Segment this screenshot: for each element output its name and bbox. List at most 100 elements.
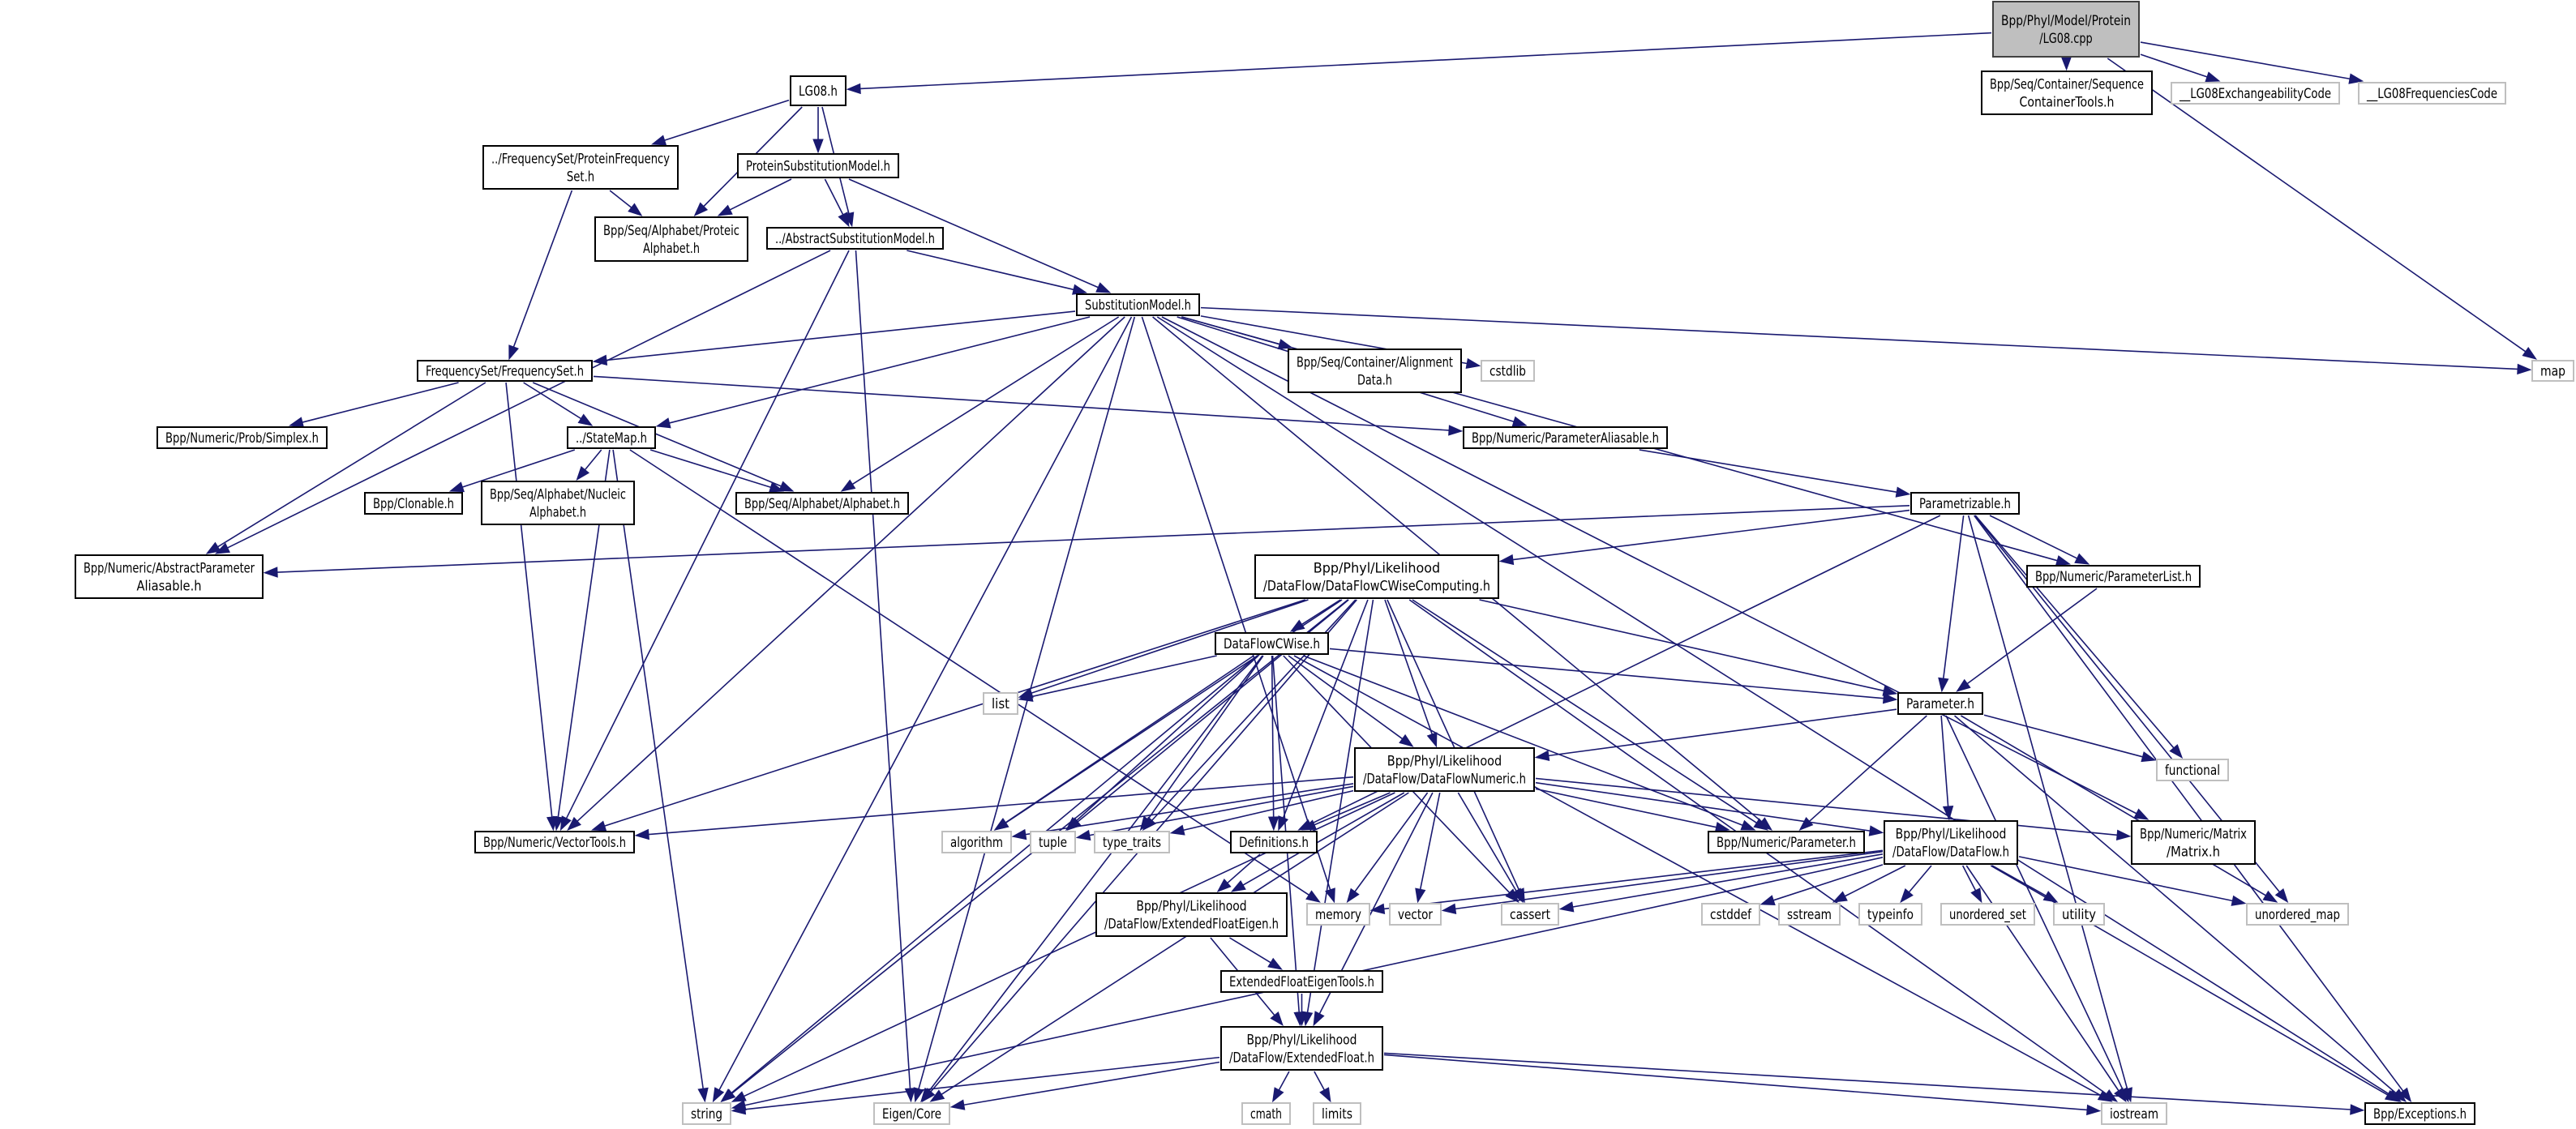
node-dfcw[interactable] [1215,632,1329,655]
node-label: Bpp/Seq/Alphabet/Proteic [603,223,739,239]
edge-fs-to-statemap [523,382,581,420]
edge-asm-to-vt [565,250,850,819]
edge-dfcwc-to-dfcw [1301,599,1341,626]
node-pfs[interactable] [482,145,679,190]
node-clonable[interactable] [364,492,463,515]
arrowhead-icon [2074,553,2090,565]
node-type_traits[interactable] [1094,831,1170,853]
arrowhead-icon [577,413,594,426]
node-label: sstream [1787,907,1832,923]
node-cpp[interactable] [1992,1,2140,58]
node-umap[interactable] [2246,903,2349,926]
arrowhead-icon [1900,888,1914,904]
node-cmath[interactable] [1241,1102,1291,1125]
node-tuple[interactable] [1030,831,1076,853]
edge-df-to-cstddef [1772,864,1884,901]
node-box [1501,903,1559,926]
arrowhead-icon [1441,903,1457,914]
edge-cpp-to-freqc [2140,41,2351,80]
arrowhead-icon [1832,891,1848,903]
node-lg08h[interactable] [790,75,847,106]
node-label: Eigen/Core [882,1106,941,1123]
arrowhead-icon [1139,815,1153,832]
arrowhead-icon [2169,744,2184,759]
edge-dfn-to-tuple [1089,785,1354,836]
node-asm[interactable] [766,227,944,250]
node-map[interactable] [2531,360,2574,382]
node-ef[interactable] [1220,1026,1383,1071]
node-sct[interactable] [1981,71,2153,115]
node-efet[interactable] [1220,970,1383,993]
node-list[interactable] [983,692,1018,715]
edges [205,32,2538,1116]
node-freqc[interactable] [2358,82,2506,105]
node-pal[interactable] [1463,426,1668,449]
edge-df-to-umap [2018,856,2233,902]
node-apal[interactable] [75,554,264,599]
node-psm[interactable] [737,153,899,178]
node-simplex[interactable] [156,426,328,449]
node-dfn[interactable] [1354,747,1535,792]
node-fs[interactable] [417,360,593,382]
node-box [1313,1102,1361,1125]
node-matrix[interactable] [2131,820,2256,865]
node-statemap[interactable] [567,426,656,449]
node-cstdlib[interactable] [1481,360,1535,382]
node-alpha[interactable] [735,492,909,515]
node-label: Bpp/Seq/Container/Sequence [1990,77,2144,93]
node-box [1708,831,1865,853]
node-dfcwc[interactable] [1254,554,1499,599]
node-vector[interactable] [1389,903,1442,926]
node-ptz[interactable] [1910,492,2020,515]
edge-ptz-to-apal [276,504,1910,573]
edge-statemap-to-na [584,449,602,471]
node-plist[interactable] [2026,565,2201,588]
node-label: Data.h [1357,373,1392,389]
node-ad[interactable] [1288,349,1462,393]
node-typeinfo[interactable] [1858,903,1922,926]
arrowhead-icon [2522,347,2538,360]
node-memory[interactable] [1306,903,1370,926]
node-label: cassert [1510,907,1550,923]
node-box [156,426,328,449]
node-functional[interactable] [2156,759,2229,781]
arrowhead-icon [1278,815,1289,832]
node-efe[interactable] [1095,892,1288,937]
node-limits[interactable] [1313,1102,1361,1125]
edge-dfcw-to-algorithm [1005,655,1254,823]
node-defs[interactable] [1230,831,1318,853]
arrowhead-icon [697,1087,709,1103]
edge-ef-to-cmath [1278,1071,1290,1091]
edge-dfn-to-df [1535,781,1871,832]
node-eigen[interactable] [873,1102,950,1125]
arrowhead-icon [1313,1011,1325,1027]
node-label: vector [1398,907,1433,923]
node-na[interactable] [481,481,635,525]
node-df[interactable] [1884,820,2018,865]
node-box [1897,692,1983,715]
node-box [983,692,1018,715]
node-sm[interactable] [1076,293,1200,316]
arrowhead-icon [1868,825,1884,836]
node-string[interactable] [682,1102,731,1125]
node-vt[interactable] [474,831,635,853]
node-exc[interactable] [2364,1102,2475,1125]
node-algorithm[interactable] [941,831,1012,853]
node-utility[interactable] [2053,903,2105,926]
node-sstream[interactable] [1778,903,1841,926]
node-box [682,1102,731,1125]
arrowhead-icon [591,820,607,832]
node-exch[interactable] [2171,82,2340,105]
node-iostream[interactable] [2101,1102,2167,1125]
edge-dfn-to-vt [648,776,1354,836]
edge-sm-to-matrix [1161,316,2137,815]
node-param[interactable] [1897,692,1983,715]
node-cstddef[interactable] [1701,903,1760,926]
node-box [1992,1,2140,58]
node-uset[interactable] [1940,903,2035,926]
edge-pal-to-ptz [1639,449,1897,493]
node-pa[interactable] [594,216,748,262]
node-nparam[interactable] [1708,831,1865,853]
arrowhead-icon [559,815,572,832]
node-cassert[interactable] [1501,903,1559,926]
